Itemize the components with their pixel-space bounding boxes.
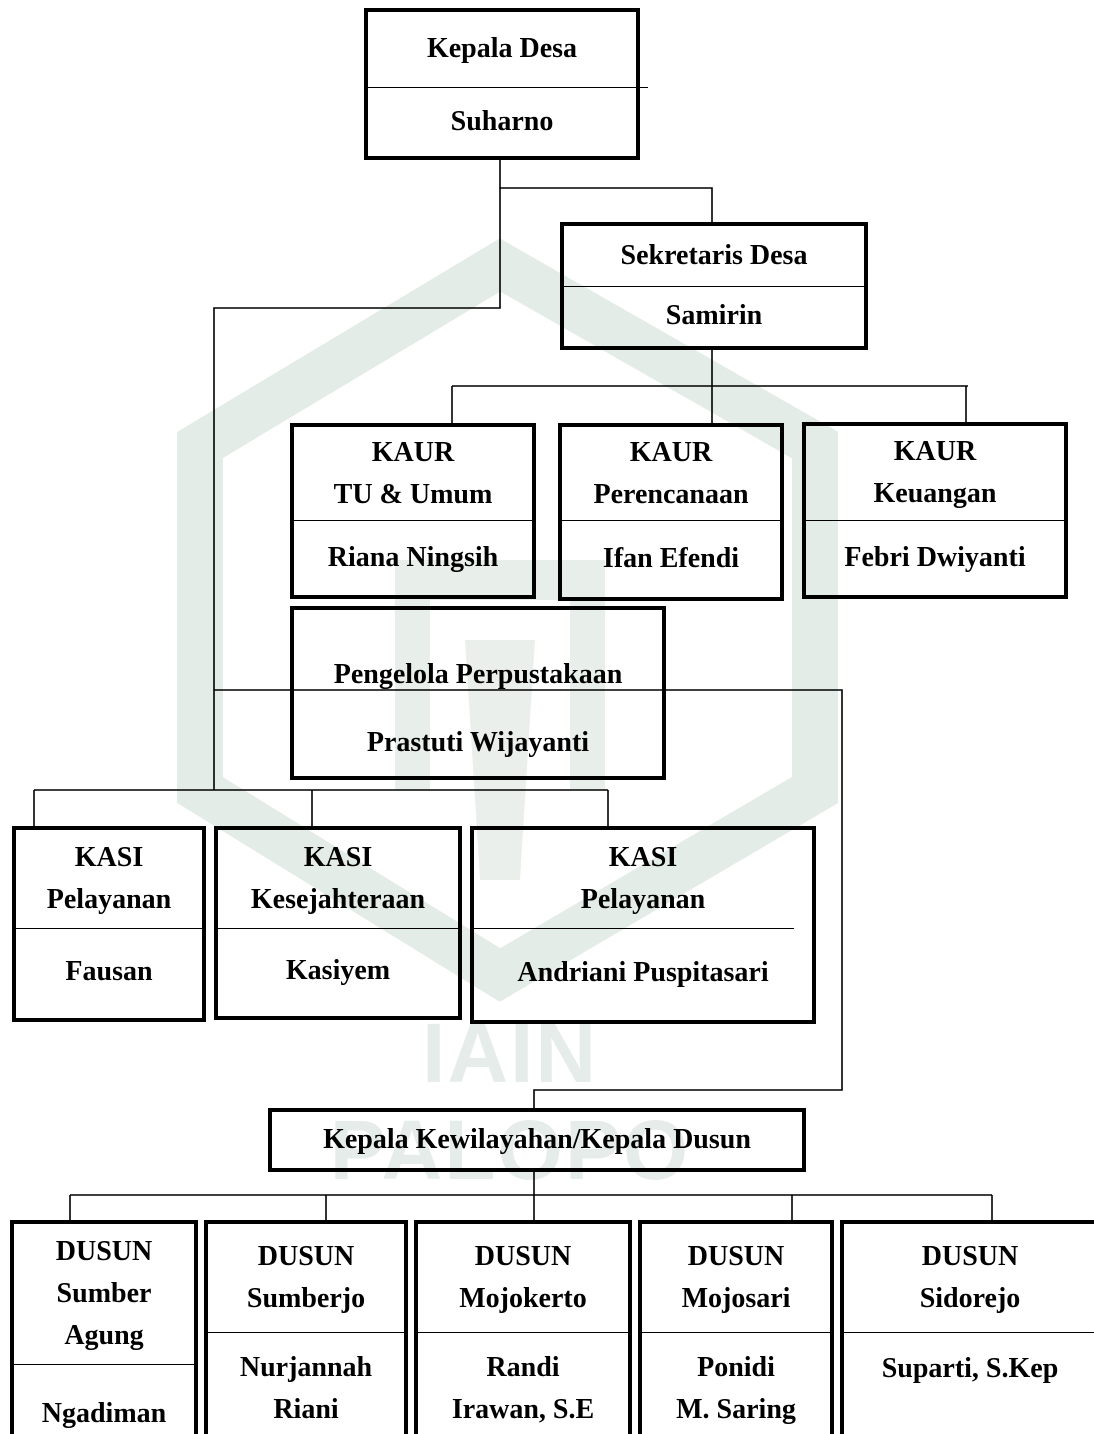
node-dusun-mojokerto: DUSUN Mojokerto Randi Irawan, S.E xyxy=(414,1220,632,1434)
node-kaur-tu-umum: KAUR TU & Umum Riana Ningsih xyxy=(290,423,536,599)
person-name: Prastuti Wijayanti xyxy=(366,727,590,758)
person-name: Nurjannah Riani xyxy=(239,1352,373,1425)
person-name: Ponidi M. Saring xyxy=(676,1352,796,1425)
node-kaur-keuangan: KAUR Keuangan Febri Dwiyanti xyxy=(802,422,1068,599)
person-name: Samirin xyxy=(665,300,763,331)
divider xyxy=(208,1332,404,1333)
person-name: Ifan Efendi xyxy=(602,543,740,574)
divider xyxy=(16,928,202,929)
person-name: Randi Irawan, S.E xyxy=(451,1352,595,1425)
node-kasi-kesejahteraan: KASI Kesejahteraan Kasiyem xyxy=(214,826,462,1020)
role-label: KASI Kesejahteraan xyxy=(250,842,426,915)
divider xyxy=(14,1364,194,1365)
node-kepala-kewilayahan: Kepala Kewilayahan/Kepala Dusun xyxy=(268,1108,806,1172)
divider xyxy=(642,1332,830,1333)
divider xyxy=(218,928,458,929)
node-dusun-sumber-agung: DUSUN Sumber Agung Ngadiman xyxy=(10,1220,198,1434)
role-label: Kepala Kewilayahan/Kepala Dusun xyxy=(323,1124,751,1155)
node-kasi-pelayanan-2: KASI Pelayanan Andriani Puspitasari xyxy=(470,826,816,1024)
role-label: DUSUN Sumber Agung xyxy=(55,1236,153,1351)
role-label: KAUR Perencanaan xyxy=(593,437,749,510)
divider xyxy=(368,87,648,88)
node-dusun-sidorejo: DUSUN Sidorejo Suparti, S.Kep xyxy=(840,1220,1094,1434)
divider xyxy=(294,520,532,521)
node-dusun-sumberjo: DUSUN Sumberjo Nurjannah Riani xyxy=(204,1220,408,1434)
person-name: Fausan xyxy=(65,956,153,987)
divider xyxy=(474,928,794,929)
role-label: DUSUN Sumberjo xyxy=(246,1241,366,1314)
role-label: Pengelola Perpustakaan xyxy=(333,659,623,690)
node-pengelola-perpustakaan: Pengelola Perpustakaan Prastuti Wijayant… xyxy=(290,606,666,780)
node-kaur-perencanaan: KAUR Perencanaan Ifan Efendi xyxy=(558,423,784,601)
person-name: Andriani Puspitasari xyxy=(517,957,769,988)
person-name: Suharno xyxy=(450,105,554,137)
node-kasi-pelayanan-1: KASI Pelayanan Fausan xyxy=(12,826,206,1022)
role-label: DUSUN Mojosari xyxy=(681,1241,791,1314)
person-name: Suparti, S.Kep xyxy=(881,1353,1059,1384)
role-label: KAUR Keuangan xyxy=(873,436,997,509)
node-kepala-desa: Kepala Desa Suharno xyxy=(364,8,648,160)
person-name: Febri Dwiyanti xyxy=(844,541,1026,573)
person-name: Kasiyem xyxy=(285,955,391,986)
role-label: KASI Pelayanan xyxy=(46,842,172,915)
divider xyxy=(562,520,780,521)
role-label: KASI Pelayanan xyxy=(580,842,706,915)
role-label: Kepala Desa xyxy=(426,32,578,64)
divider xyxy=(564,286,864,287)
person-name: Riana Ningsih xyxy=(327,542,499,573)
role-label: DUSUN Sidorejo xyxy=(919,1241,1021,1314)
node-sekretaris-desa: Sekretaris Desa Samirin xyxy=(560,222,868,350)
divider xyxy=(418,1332,628,1333)
role-label: Sekretaris Desa xyxy=(620,240,808,271)
divider xyxy=(806,520,1064,521)
role-label: DUSUN Mojokerto xyxy=(459,1241,587,1314)
role-label: KAUR TU & Umum xyxy=(333,437,493,510)
person-name: Ngadiman xyxy=(41,1398,167,1429)
divider xyxy=(844,1332,1094,1333)
node-dusun-mojosari: DUSUN Mojosari Ponidi M. Saring xyxy=(638,1220,834,1434)
